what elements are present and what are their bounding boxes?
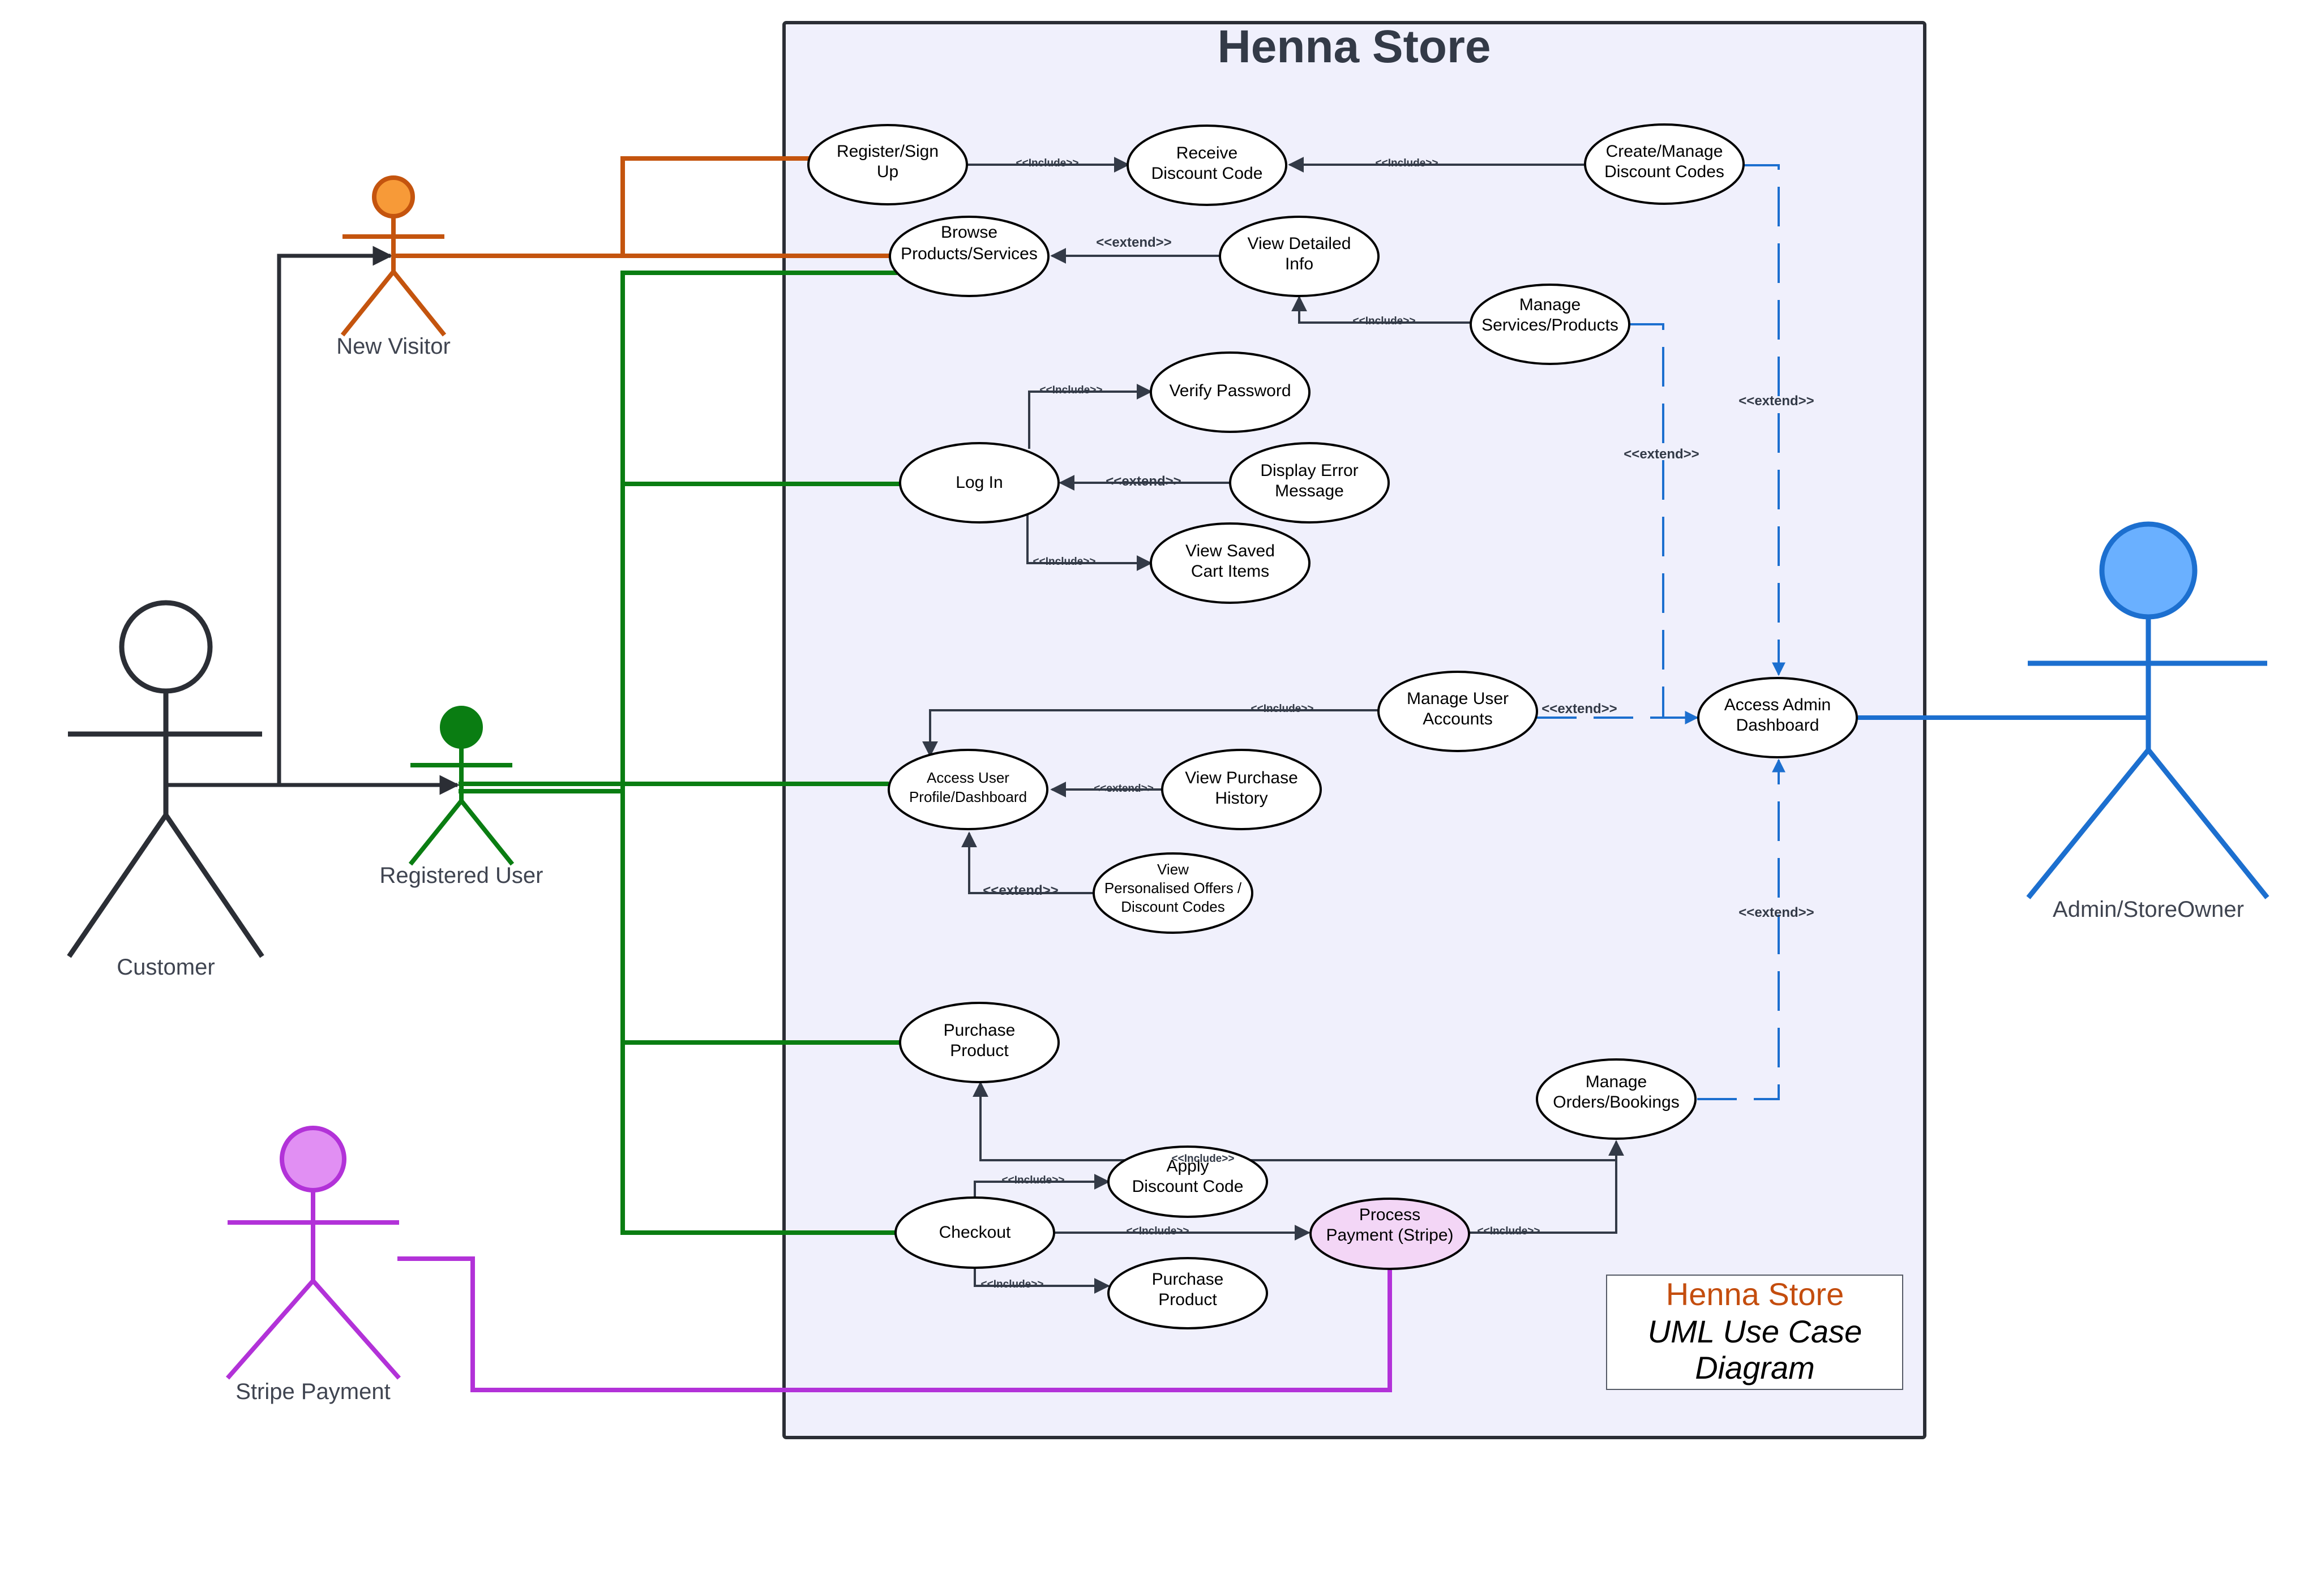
new-visitor-head xyxy=(372,175,415,218)
customer-head xyxy=(119,600,213,694)
registered-user-label: Registered User xyxy=(379,863,543,888)
new-visitor-associations xyxy=(393,156,890,258)
admin-extend-lines xyxy=(1537,164,1785,1100)
stripe-association xyxy=(397,1256,1392,1392)
include-label: <<Include>> xyxy=(981,1278,1044,1290)
extend-label: <<extend>> xyxy=(1624,447,1699,462)
use-case-checkout: Checkout xyxy=(894,1196,1055,1269)
svg-text:Checkout: Checkout xyxy=(939,1223,1011,1242)
actor-admin xyxy=(2026,521,2269,899)
use-case-verify-password: Verify Password xyxy=(1150,351,1311,433)
include-label: <<Include>> xyxy=(1002,1174,1065,1186)
include-label: <<Include>> xyxy=(1127,1225,1189,1237)
extend-label: <<extend>> xyxy=(1096,235,1171,250)
new-visitor-label: New Visitor xyxy=(336,334,451,359)
admin-label: Admin/StoreOwner xyxy=(2053,897,2244,922)
registered-user-associations xyxy=(459,271,901,1235)
system-title: Henna Store xyxy=(1218,21,1491,72)
include-label: <<Include>> xyxy=(1172,1153,1235,1165)
include-label: <<Include>> xyxy=(1040,384,1103,396)
customer-label: Customer xyxy=(117,955,215,980)
customer-generalization-lines xyxy=(166,246,460,795)
svg-text:Log In: Log In xyxy=(956,473,1003,492)
admin-head xyxy=(2099,521,2198,620)
relation-labels: <<Include>> <<Include>> <<extend>> <<Inc… xyxy=(981,157,1814,1290)
use-case-log-in: Log In xyxy=(899,442,1060,524)
note-title: Henna Store xyxy=(1666,1276,1844,1312)
include-label: <<Include>> xyxy=(1353,315,1416,327)
registered-user-head xyxy=(440,706,483,749)
actor-stripe-payment xyxy=(225,1126,401,1380)
extend-label: <<extend>> xyxy=(1738,393,1814,409)
stripe-payment-head xyxy=(280,1126,346,1192)
include-label: <<Include>> xyxy=(1376,157,1438,169)
stripe-payment-label: Stripe Payment xyxy=(235,1379,390,1404)
include-label: <<Include>> xyxy=(1478,1225,1540,1237)
relation-lines xyxy=(922,157,1624,1294)
extend-label: <<extend>> xyxy=(1094,783,1154,795)
actor-customer xyxy=(67,600,264,958)
actor-registered-user xyxy=(408,706,515,866)
actor-new-visitor xyxy=(340,175,447,337)
include-label: <<Include>> xyxy=(1016,157,1079,169)
extend-label: <<extend>> xyxy=(983,883,1058,898)
include-label: <<Include>> xyxy=(1033,556,1096,568)
extend-label: <<extend>> xyxy=(1738,905,1814,920)
svg-text:Verify Password: Verify Password xyxy=(1169,381,1291,400)
extend-label: <<extend>> xyxy=(1541,701,1617,717)
include-label: <<Include>> xyxy=(1251,703,1314,715)
extend-label: <<extend>> xyxy=(1106,474,1181,489)
